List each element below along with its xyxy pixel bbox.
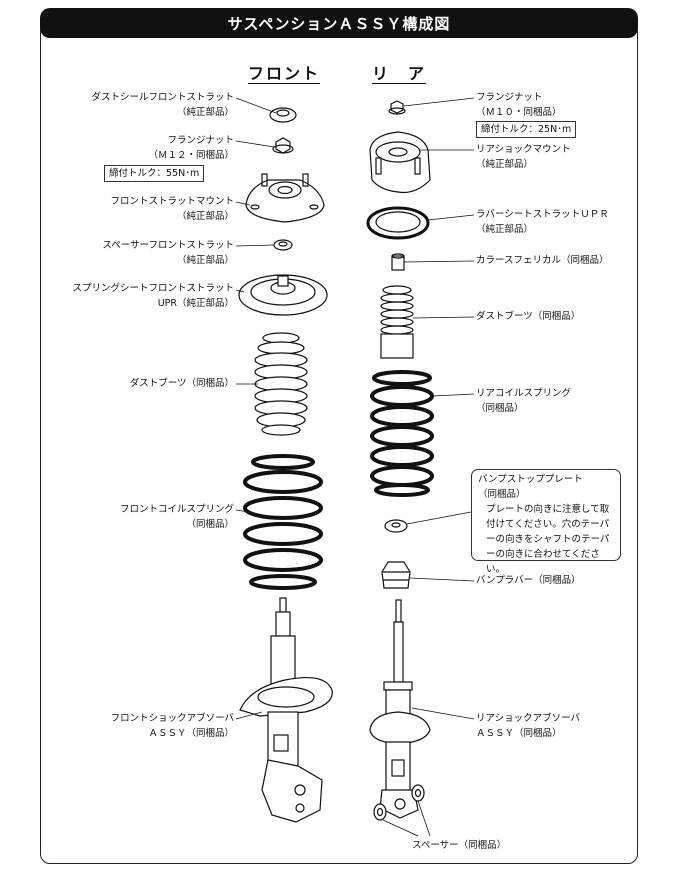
label-rear-flange-nut: フランジナット xyxy=(476,92,543,103)
title-bar: サスペンションＡＳＳＹ構成図 xyxy=(40,8,638,38)
page-title: サスペンションＡＳＳＹ構成図 xyxy=(227,14,451,33)
label-front-dust-boot: ダストブーツ（同梱品） xyxy=(129,378,234,389)
front-dust-boot-part xyxy=(254,332,308,436)
label-front-flange-nut: フランジナット xyxy=(167,135,234,146)
label-front-coil-spring-sub: （同梱品） xyxy=(186,519,234,530)
label-rear-dust-boot: ダストブーツ（同梱品） xyxy=(476,311,581,322)
label-front-coil-spring: フロントコイルスプリング xyxy=(119,504,234,515)
rear-collar-part xyxy=(391,253,405,271)
rear-spacers-part xyxy=(373,784,425,821)
front-spring-seat-part xyxy=(238,274,328,316)
rear-shock-part xyxy=(369,599,431,819)
label-rear-shock: リアショックアブソーバ xyxy=(476,713,581,724)
front-dust-seal-part xyxy=(269,107,297,123)
front-header: フロント xyxy=(248,64,321,83)
front-shock-part xyxy=(239,597,333,823)
front-flange-nut-part xyxy=(272,137,294,154)
label-rear-coil-spring-sub: （同梱品） xyxy=(476,403,524,414)
label-rear-mount-sub: （純正部品） xyxy=(476,159,534,170)
label-rubber-seat-sub: （純正部品） xyxy=(476,224,534,235)
bump-plate-sub: （同梱品） xyxy=(478,489,526,500)
rear-bump-plate-part xyxy=(384,519,408,533)
label-rear-mount: リアショックマウント xyxy=(476,144,571,155)
label-rear-flange-nut-sub: （Ｍ１０・同梱品） xyxy=(476,107,562,118)
label-front-shock-sub: ＡＳＳＹ（同梱品） xyxy=(148,728,234,739)
front-spacer-part xyxy=(273,239,293,251)
label-rubber-seat: ラバーシートストラットＵＰＲ xyxy=(476,209,609,220)
label-front-mount-sub: （純正部品） xyxy=(176,211,234,222)
label-bump-rubber: バンプラバー（同梱品） xyxy=(476,575,581,586)
bump-plate-title: バンプストッププレート xyxy=(478,474,583,485)
label-spring-seat-sub: UPR（純正部品） xyxy=(157,298,234,309)
label-front-spacer-sub: （純正部品） xyxy=(176,255,234,266)
label-rear-spacer: スペーサー（同梱品） xyxy=(412,840,507,851)
rear-mount-part xyxy=(369,131,431,194)
label-front-flange-nut-sub: （Ｍ１２・同梱品） xyxy=(148,150,234,161)
rear-rubber-seat-part xyxy=(366,206,430,240)
label-collar: カラースフェリカル（同梱品） xyxy=(476,255,609,266)
label-front-spacer: スペーサーフロントストラット xyxy=(102,240,234,251)
front-coil-spring-part xyxy=(243,454,323,590)
rear-dust-boot-part xyxy=(380,285,414,359)
leader-lines xyxy=(235,97,475,837)
rear-flange-nut-part xyxy=(388,100,406,115)
label-dust-seal-sub: （純正部品） xyxy=(176,107,234,118)
label-rear-coil-spring: リアコイルスプリング xyxy=(476,388,572,399)
rear-header: リ ア xyxy=(372,64,427,83)
label-spring-seat: スプリングシートフロントストラット xyxy=(72,283,234,294)
rear-torque-box: 締付トルク：25N･m xyxy=(476,121,577,138)
bump-plate-note-box: バンプストッププレート （同梱品） プレートの向きに注意して取付けてください。穴… xyxy=(471,469,621,575)
label-front-mount: フロントストラットマウント xyxy=(110,196,234,207)
rear-bump-rubber-part xyxy=(381,561,411,589)
rear-coil-spring-part xyxy=(370,370,434,497)
label-rear-shock-sub: ＡＳＳＹ（同梱品） xyxy=(476,728,562,739)
label-front-shock: フロントショックアブソーバ xyxy=(110,713,234,724)
front-mount-part xyxy=(245,173,325,223)
bump-plate-note: プレートの向きに注意して取付けてください。穴のテーパーの向きをシャフトのテーパー… xyxy=(486,504,610,575)
label-dust-seal: ダストシールフロントストラット xyxy=(91,92,234,103)
front-torque-box: 締付トルク：55N･m xyxy=(104,165,205,182)
